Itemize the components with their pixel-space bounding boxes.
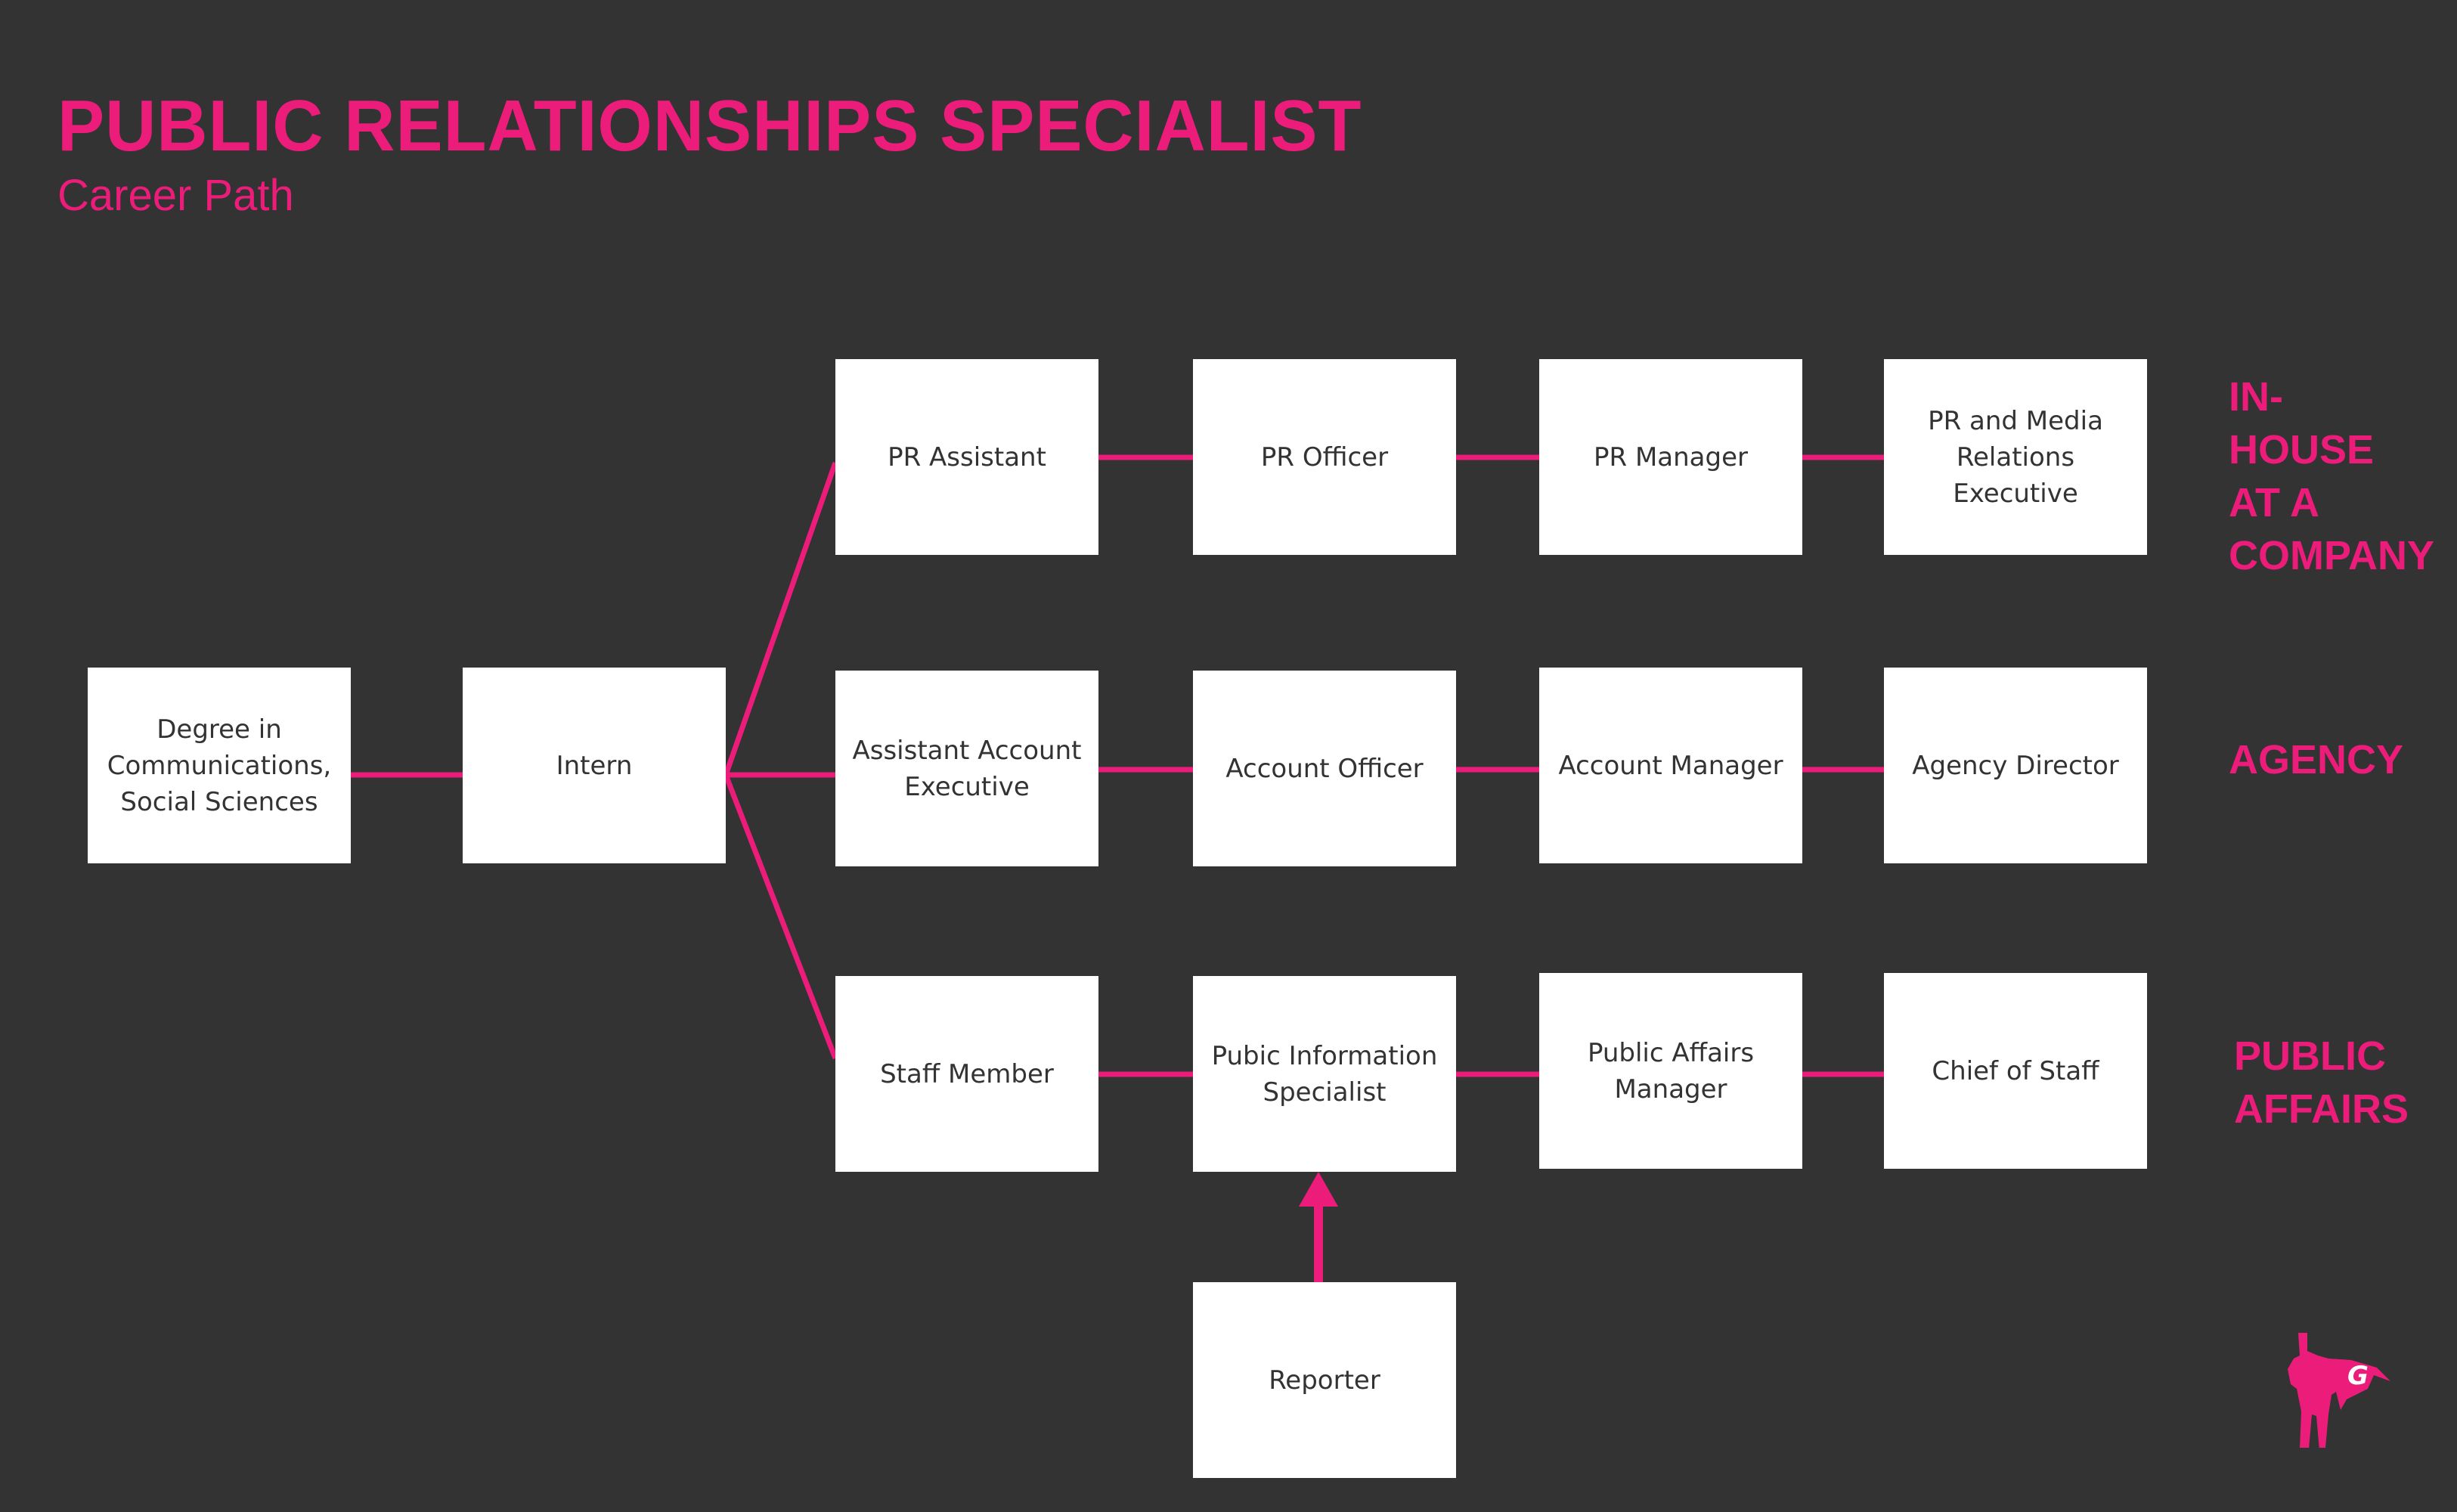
arrow-head-icon — [1299, 1172, 1338, 1207]
logo-letter: G — [2347, 1361, 2369, 1391]
node-public-affairs-manager: Public Affairs Manager — [1539, 973, 1802, 1169]
node-staff-member: Staff Member — [835, 976, 1098, 1172]
node-degree: Degree in Communications, Social Science… — [88, 668, 351, 863]
connector-intern-publicaffairs — [723, 773, 838, 1060]
node-pr-manager: PR Manager — [1539, 359, 1802, 555]
node-pr-media-exec: PR and Media Relations Executive — [1884, 359, 2147, 555]
node-account-manager: Account Manager — [1539, 668, 1802, 863]
node-pr-assistant: PR Assistant — [835, 359, 1098, 555]
node-intern: Intern — [463, 668, 726, 863]
track-label-agency: AGENCY — [2229, 737, 2404, 782]
node-agency-director: Agency Director — [1884, 668, 2147, 863]
node-account-officer: Account Officer — [1193, 671, 1456, 866]
track-label-inhouse: IN-HOUSE AT A COMPANY — [2229, 374, 2435, 578]
node-pr-officer: PR Officer — [1193, 359, 1456, 555]
node-chief-of-staff: Chief of Staff — [1884, 973, 2147, 1169]
node-reporter: Reporter — [1193, 1282, 1456, 1478]
track-label-public-affairs: PUBLIC AFFAIRS — [2234, 1033, 2409, 1132]
connector-intern-inhouse — [723, 461, 838, 776]
page-subtitle: Career Path — [57, 171, 294, 220]
superhero-logo-icon: G — [2288, 1333, 2390, 1448]
page-title: PUBLIC RELATIONSHIPS SPECIALIST — [57, 85, 1362, 166]
node-public-info-specialist: Pubic Information Specialist — [1193, 976, 1456, 1172]
node-assistant-account-exec: Assistant Account Executive — [835, 671, 1098, 866]
